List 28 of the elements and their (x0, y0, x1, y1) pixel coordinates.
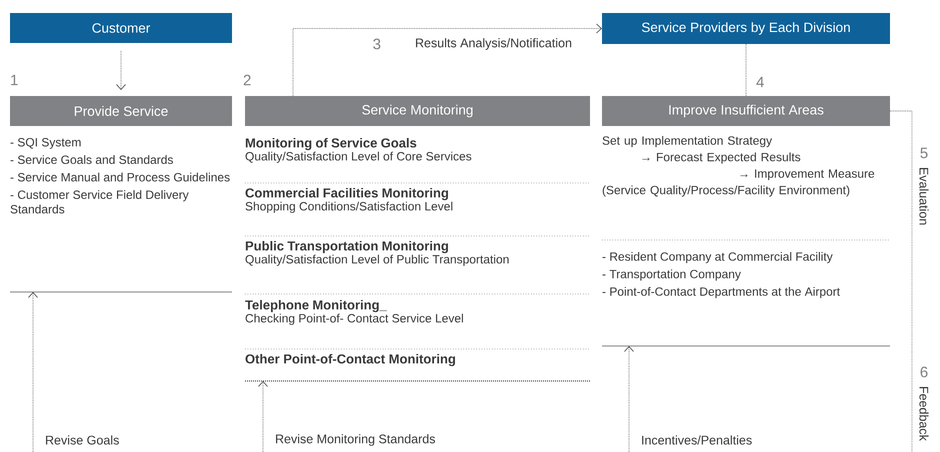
step-box: Provide Service (10, 96, 232, 126)
edge-label: Revise Monitoring Standards (274, 433, 436, 447)
strategy-text: Set up Implementation Strategy → Forecast Expected Results → Improvement Measure (Service Quality/Process/Facility Environment) (602, 136, 874, 197)
step-number: 6 (918, 366, 930, 378)
step-number: 4 (756, 76, 764, 88)
role-box: Customer (10, 13, 232, 43)
bullet-list: - Resident Company at Commercial Facility - Transportation Company - Point-of-Contact Departments at the Airport (602, 252, 890, 346)
monitoring-item: Monitoring of Service Goals Quality/Satisfaction Level of Core Services (246, 138, 472, 163)
step-number: 2 (244, 74, 251, 86)
bullet-list: - SQI System - Service Goals and Standards - Service Manual and Process Guidelines - Customer Service Field Delivery Standards (10, 138, 232, 292)
step-number: 3 (373, 38, 380, 50)
edge-label: Incentives/Penalties (640, 434, 754, 446)
vertical-label: Evaluation (918, 166, 930, 226)
arrow (116, 50, 126, 90)
step-box: Improve Insufficient Areas (602, 96, 890, 126)
step-box: Service Monitoring (245, 96, 590, 126)
arrow (28, 292, 38, 452)
arrow (624, 346, 634, 452)
monitoring-item: Other Point-of-Contact Monitoring (244, 354, 590, 382)
arrow (258, 381, 268, 452)
arrow (292, 24, 602, 96)
edge-label: Results Analysis/Notification (414, 37, 573, 51)
edge-label: Revise Goals (44, 434, 120, 446)
monitoring-item: Commercial Facilities Monitoring Shopping Conditions/Satisfaction Level (246, 188, 452, 213)
monitoring-item: Public Transportation Monitoring Quality/Satisfaction Level of Public Transportation (246, 241, 509, 266)
role-box: Service Providers by Each Division (602, 13, 890, 44)
monitoring-item: Telephone Monitoring_ Checking Point-of- Contact Service Level (245, 300, 463, 325)
step-number: 1 (11, 74, 18, 86)
